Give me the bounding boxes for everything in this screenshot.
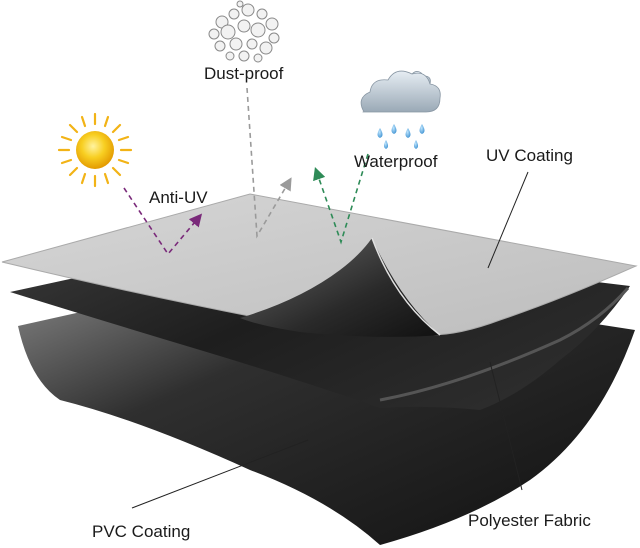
rain-cloud-icon (360, 70, 441, 149)
pvc-coating-label: PVC Coating (92, 522, 191, 541)
polyester-fabric-label: Polyester Fabric (468, 511, 591, 530)
uv-coating-curl (240, 238, 440, 337)
anti-uv-arrow (123, 187, 203, 256)
dust-proof-label: Dust-proof (204, 64, 284, 83)
polyester-fabric-edge (379, 287, 630, 402)
polyester-fabric-leader (489, 361, 523, 491)
uv-coating-leader (487, 171, 529, 269)
pvc-coating-leader (131, 439, 309, 509)
dust-icon (208, 0, 280, 63)
uv-coating-label: UV Coating (486, 146, 573, 165)
sun-icon (57, 112, 133, 188)
curl-highlight (371, 237, 441, 336)
dust-proof-arrow (246, 87, 292, 239)
waterproof-label: Waterproof (354, 152, 438, 171)
waterproof-arrow (313, 153, 369, 245)
anti-uv-label: Anti-UV (149, 188, 208, 207)
